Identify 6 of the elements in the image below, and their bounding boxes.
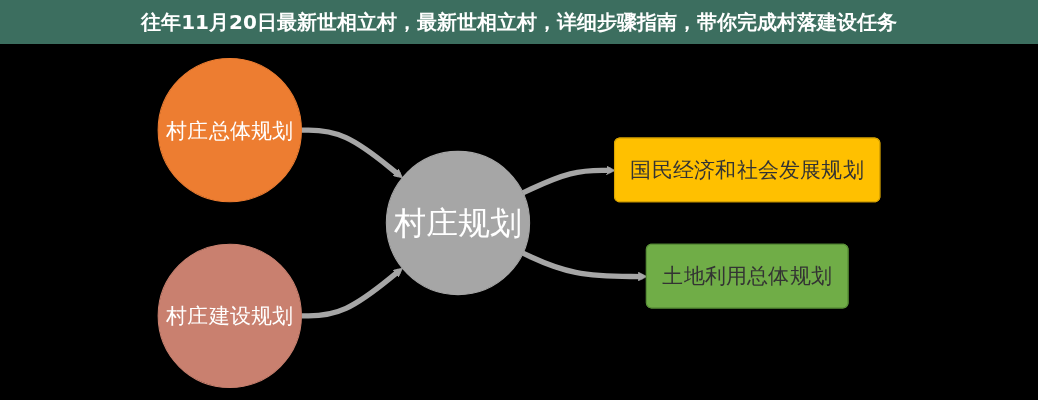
title-banner: 往年11月20日最新世相立村，最新世相立村，详细步骤指南，带你完成村落建设任务	[0, 0, 1038, 44]
arrow	[301, 127, 403, 179]
node-circle: 村庄规划	[385, 150, 531, 296]
arrow	[301, 267, 403, 319]
node-circle: 村庄建设规划	[157, 243, 302, 389]
node-circle: 村庄总体规划	[157, 57, 302, 203]
